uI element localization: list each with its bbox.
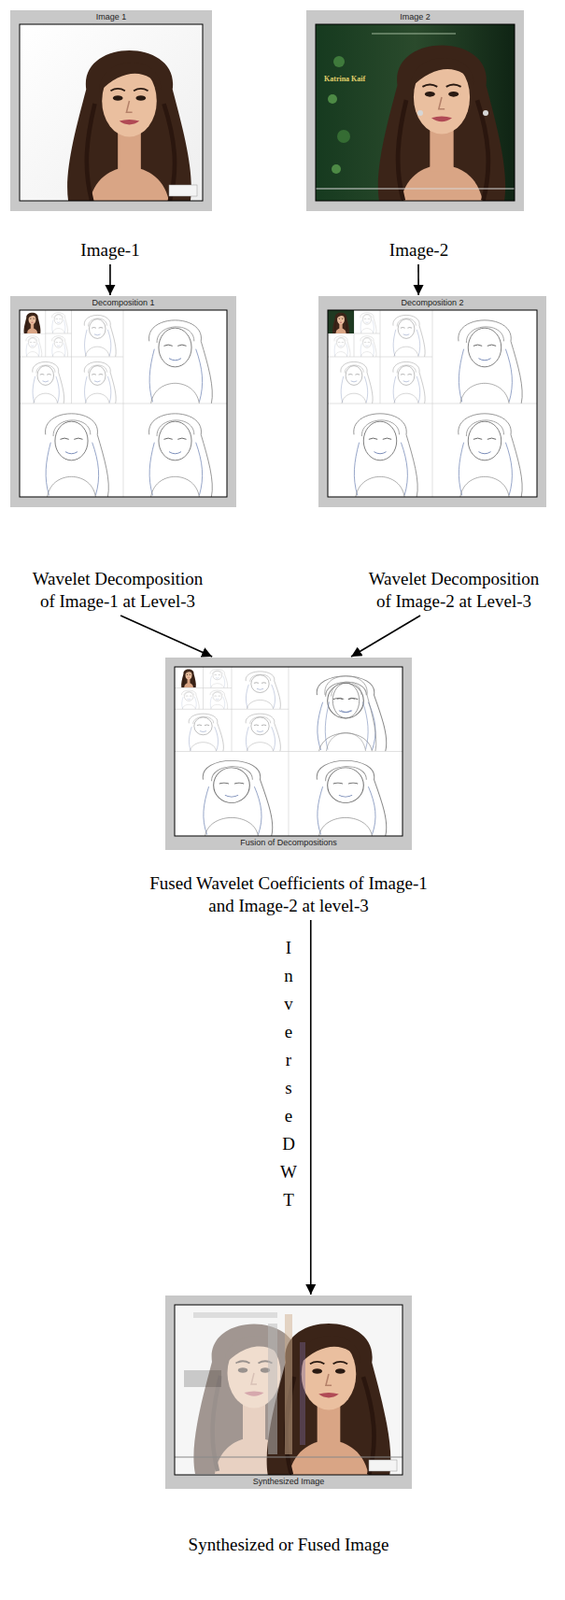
label-letter: n (280, 961, 297, 990)
label-letter: W (280, 1158, 297, 1187)
panel-title: Image 2 (306, 10, 524, 24)
flow-arrow (109, 264, 112, 296)
panel-title: Decomposition 2 (318, 296, 547, 310)
panel-caption: Wavelet Decomposition of Image-2 at Leve… (362, 567, 546, 613)
edge-label: Inverse DWT (280, 933, 297, 1215)
panel-frame: Decomposition 1 (10, 296, 237, 508)
label-letter: D (280, 1130, 297, 1159)
panel-title: Decomposition 1 (10, 296, 237, 310)
flow-arrow (417, 264, 420, 296)
image-panel: Decomposition 2 Wavelet Decomposition of … (318, 296, 547, 613)
panel-title: Synthesized Image (165, 1474, 412, 1489)
image-panel: Decomposition 1 Wavelet Decomposition of … (10, 296, 237, 613)
label-letter: T (280, 1186, 297, 1215)
panel-frame: Decomposition 2 (318, 296, 547, 508)
label-letter: I (280, 933, 297, 962)
panel-title: Image 1 (10, 10, 212, 24)
label-letter: s (280, 1073, 297, 1102)
label-letter: e (280, 1017, 297, 1046)
panel-caption: Image-2 (325, 239, 513, 262)
image-panel: Fusion of DecompositionsFused Wavelet Co… (165, 657, 412, 918)
label-letter: e (280, 1101, 297, 1130)
panel-frame: Fusion of Decompositions (165, 657, 412, 850)
panel-caption: Image-1 (16, 239, 204, 262)
image-panel: Image 2 Image-2 (306, 10, 524, 262)
flow-arrow (120, 615, 212, 657)
panel-frame: Image 1 (10, 10, 212, 212)
flow-arrow (310, 919, 312, 1295)
image-panel: Image 1 Image-1 (10, 10, 212, 262)
flow-arrow (351, 615, 421, 657)
panel-frame: Synthesized Image (165, 1295, 412, 1489)
panel-frame: Image 2 (306, 10, 524, 212)
panel-caption: Wavelet Decomposition of Image-1 at Leve… (26, 567, 210, 613)
label-letter: r (280, 1045, 297, 1074)
photo-caption: Katrina Kaif (324, 74, 366, 85)
image-panel: Synthesized ImageSynthesized or Fused Im… (165, 1295, 412, 1556)
panel-caption: Fused Wavelet Coefficients of Image-1 an… (139, 872, 438, 918)
label-letter: v (280, 989, 297, 1018)
panel-caption: Synthesized or Fused Image (148, 1533, 429, 1556)
panel-title: Fusion of Decompositions (165, 835, 412, 850)
